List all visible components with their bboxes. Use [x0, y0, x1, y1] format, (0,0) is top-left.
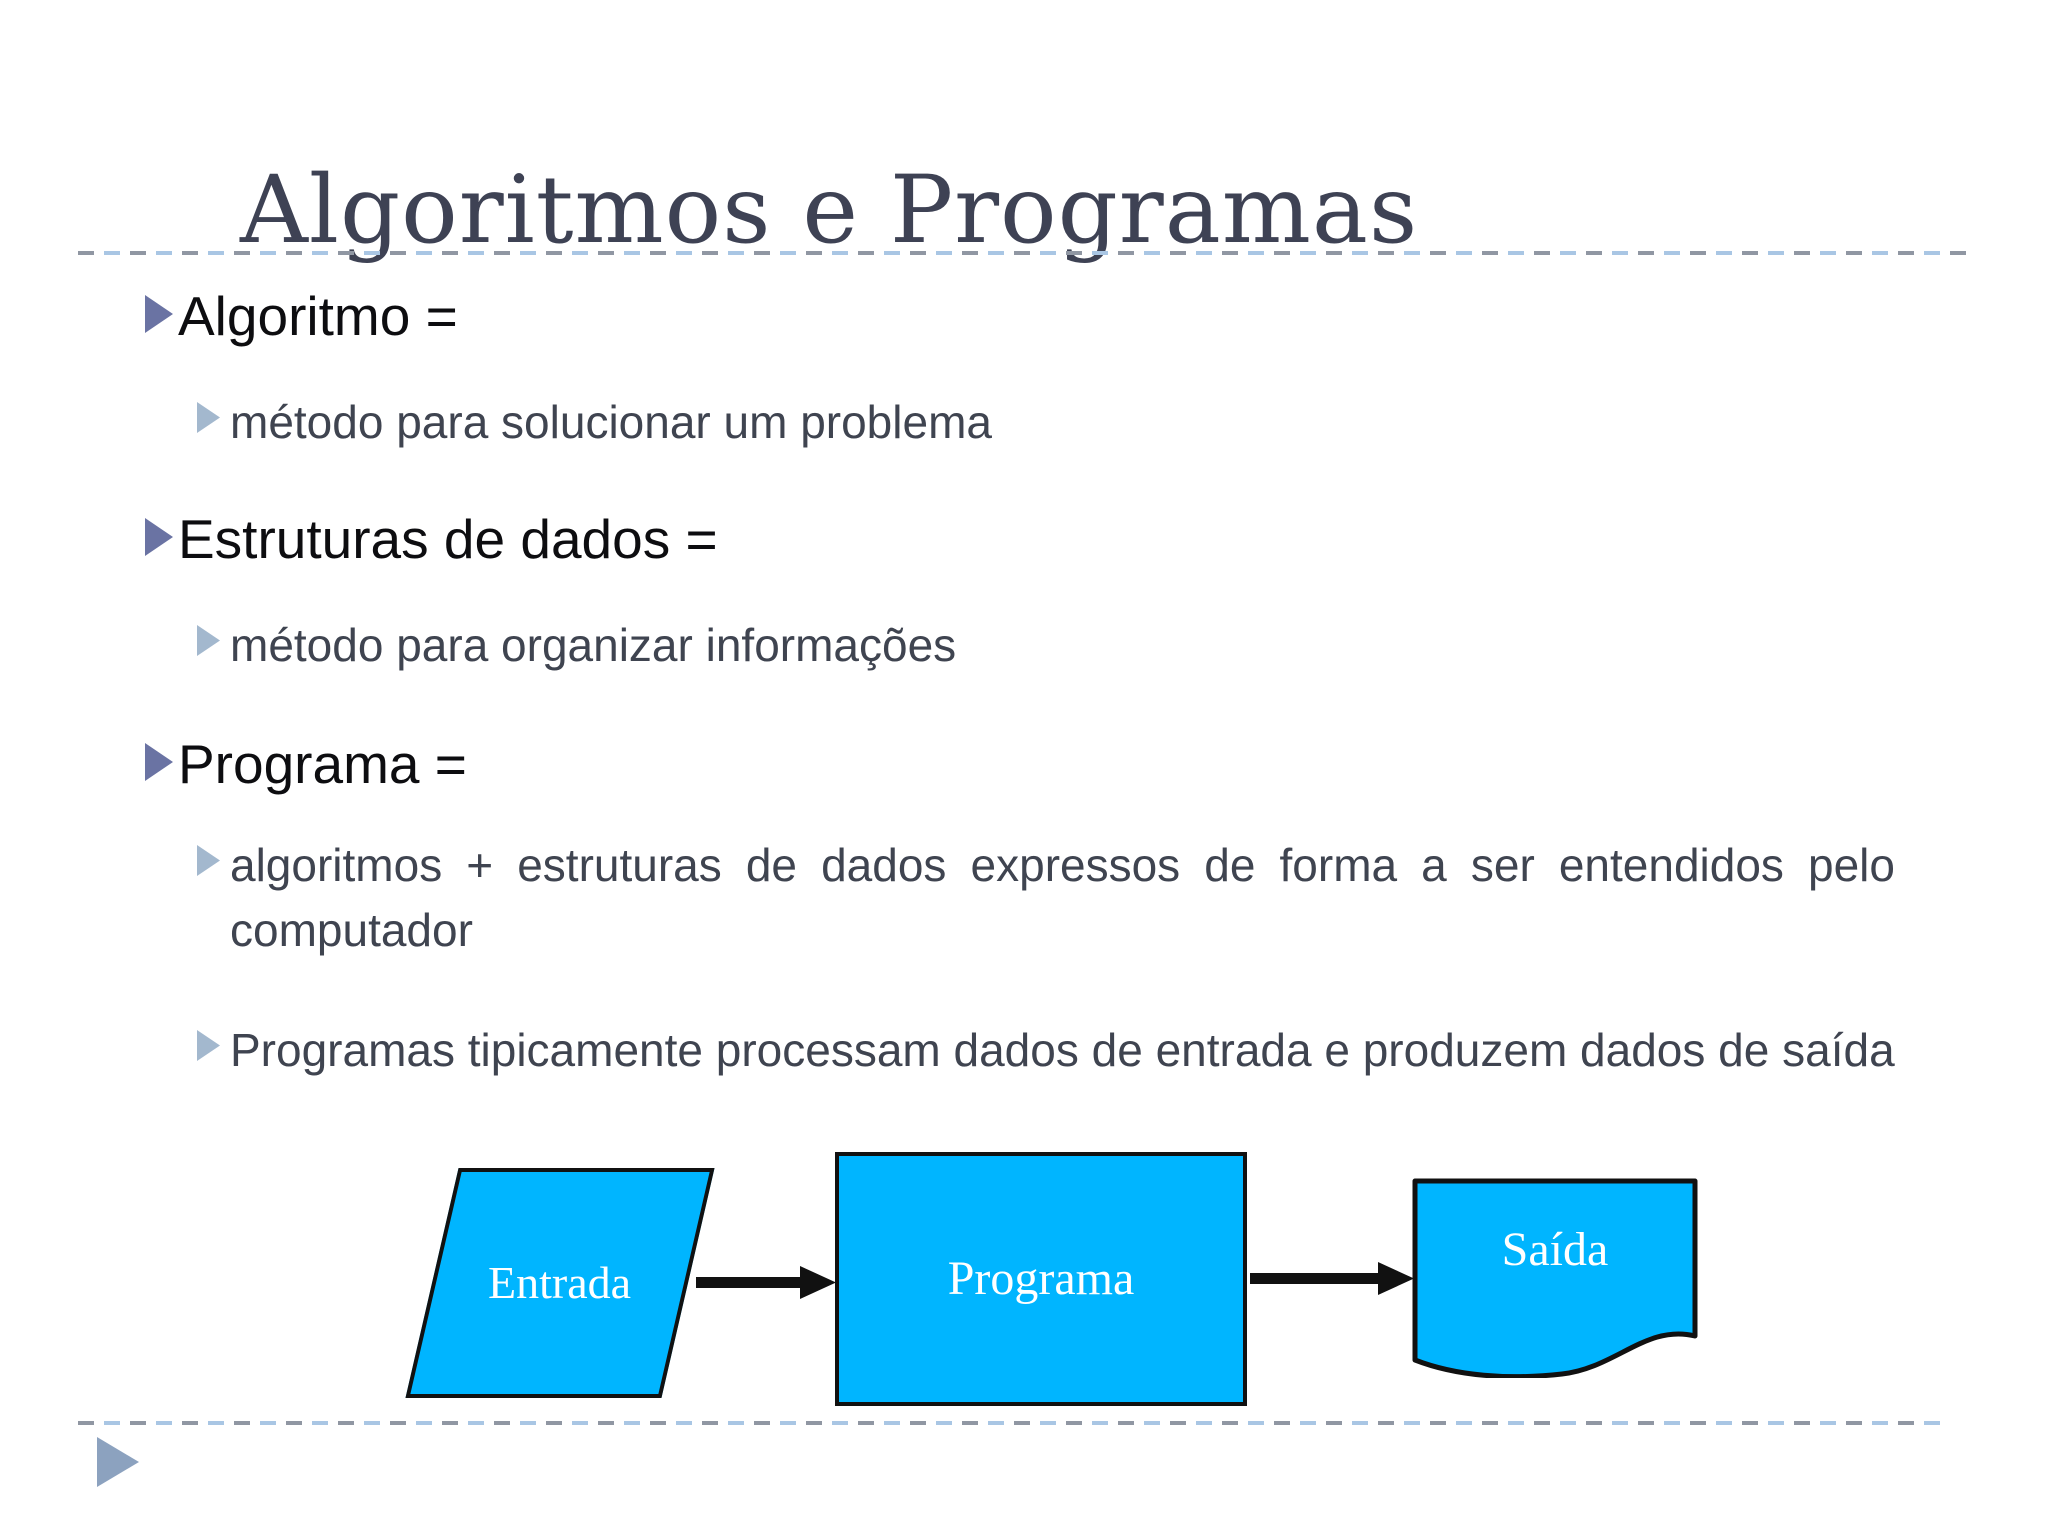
sub-bullet-triangle-icon [197, 625, 220, 656]
sub-bullet-text: método para solucionar um problema [230, 396, 992, 448]
sub-bullet-programa-definition: algoritmos + estruturas de dados express… [0, 833, 2048, 964]
arrow-head [1378, 1262, 1414, 1295]
flowchart-input-parallelogram: Entrada [405, 1168, 715, 1398]
bullet-label: Estruturas de dados = [178, 508, 718, 570]
sub-bullet-triangle-icon [197, 402, 220, 433]
sub-bullet-text: Programas tipicamente processam dados de… [230, 1024, 1895, 1076]
arrow-head [800, 1266, 836, 1299]
bullet-label: Algoritmo = [178, 285, 458, 347]
footer-divider-line [78, 1421, 1948, 1425]
sub-bullet-text: método para organizar informações [230, 619, 957, 671]
flowchart-output-document: Saída [1412, 1178, 1698, 1378]
bullet-triangle-icon [145, 743, 173, 781]
flowchart-output-label: Saída [1501, 1223, 1609, 1276]
flowchart-process-rectangle: Programa [835, 1152, 1247, 1406]
sub-bullet-programa-io: Programas tipicamente processam dados de… [0, 1018, 2048, 1083]
sub-bullet-triangle-icon [197, 845, 220, 876]
footer-triangle-icon [97, 1437, 139, 1487]
sub-bullet-algoritmo-definition: método para solucionar um problema [0, 390, 2048, 455]
bullet-triangle-icon [145, 295, 173, 333]
document-shape-icon [1412, 1178, 1698, 1378]
flowchart-input-label: Entrada [488, 1257, 632, 1308]
slide-title: Algoritmos e Programas [240, 155, 1419, 265]
sub-bullet-triangle-icon [197, 1030, 220, 1061]
bullet-triangle-icon [145, 518, 173, 556]
bullet-item-estruturas: Estruturas de dados = [0, 506, 2048, 572]
sub-bullet-text: algoritmos + estruturas de dados express… [230, 839, 1895, 957]
sub-bullet-estruturas-definition: método para organizar informações [0, 613, 2048, 678]
arrow-shaft [696, 1277, 806, 1288]
arrow-shaft [1250, 1273, 1384, 1284]
bullet-item-algoritmo: Algoritmo = [0, 283, 2048, 349]
bullet-label: Programa = [178, 733, 467, 795]
title-divider-line [78, 251, 1972, 255]
flowchart-process-label: Programa [947, 1252, 1135, 1305]
bullet-item-programa: Programa = [0, 731, 2048, 797]
